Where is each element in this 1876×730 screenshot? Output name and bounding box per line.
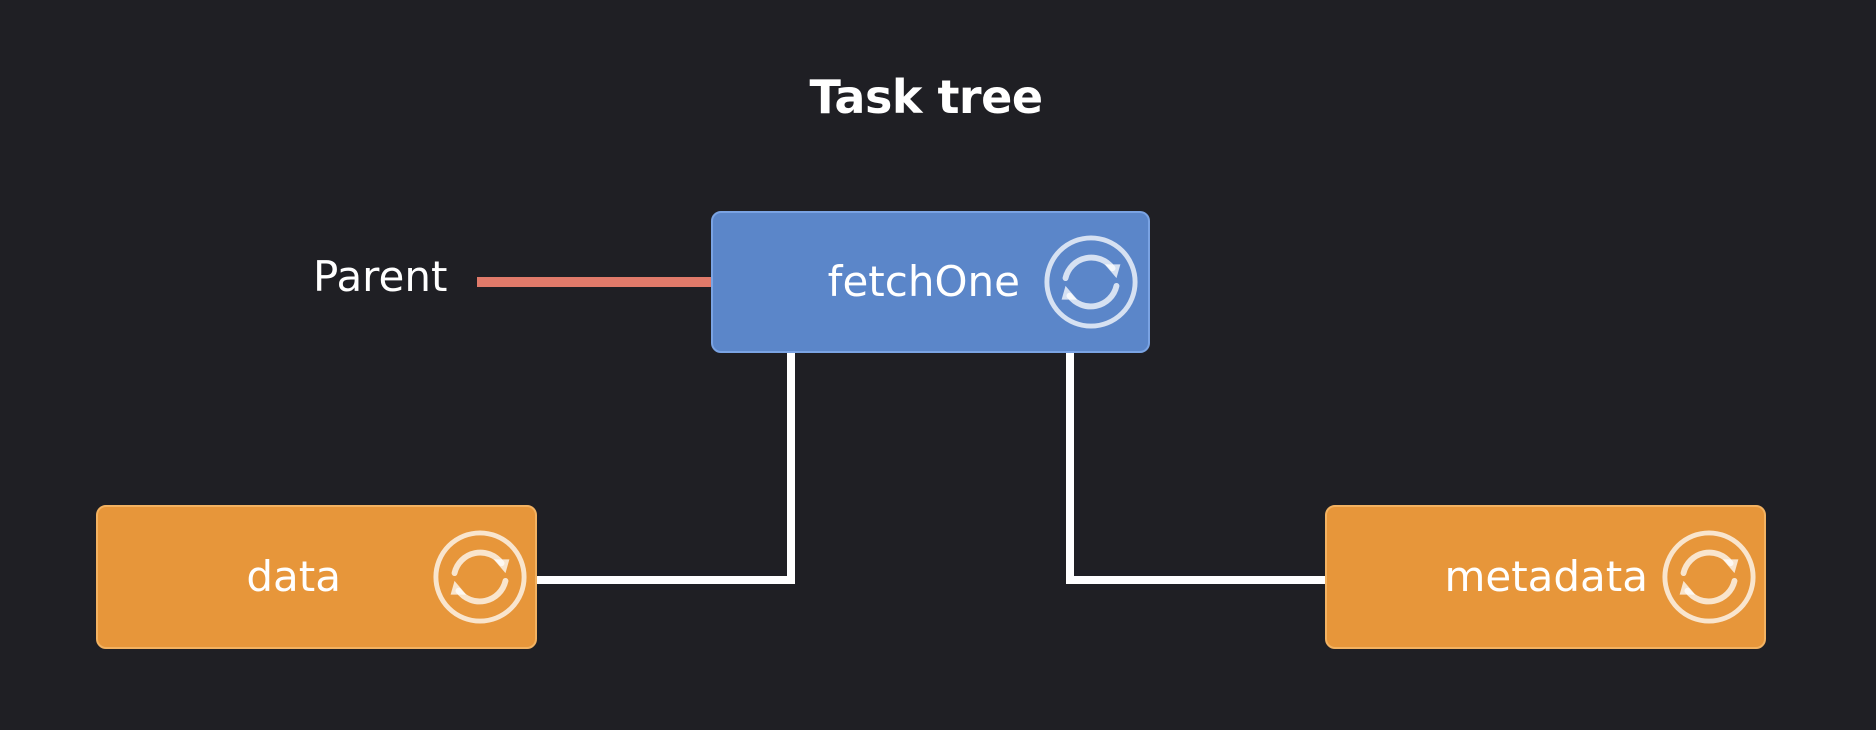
sync-icon (1662, 530, 1756, 624)
diagram-title: Task tree (809, 70, 1043, 124)
parent-label: Parent (313, 252, 448, 301)
task-node-label: metadata (1444, 552, 1648, 601)
edge-root-to-data (537, 353, 795, 584)
edge-root-to-metadata (1066, 353, 1325, 584)
task-node-metadata[interactable]: metadata (1325, 505, 1766, 649)
sync-icon (433, 530, 527, 624)
sync-icon (1044, 235, 1138, 329)
task-node-label: data (246, 552, 341, 601)
task-node-label: fetchOne (827, 257, 1020, 306)
task-node-data[interactable]: data (96, 505, 537, 649)
task-node-fetchone[interactable]: fetchOne (711, 211, 1150, 353)
